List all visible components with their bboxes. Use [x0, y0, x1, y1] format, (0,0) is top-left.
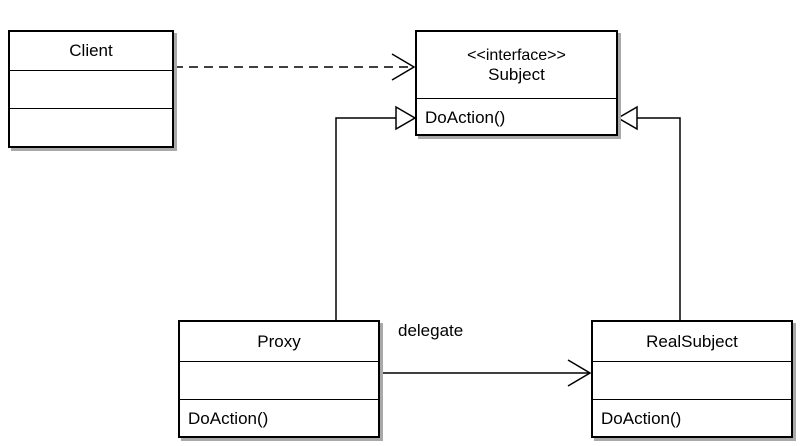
attributes-compartment [593, 361, 791, 399]
client-subject-dependency [174, 53, 416, 81]
attributes-compartment [10, 70, 172, 108]
stereotype-label: <<interface>> [467, 46, 566, 64]
proxy-realsubject-association [380, 359, 592, 387]
operation: DoAction() [601, 409, 682, 428]
proxy-subject-realization [335, 105, 417, 320]
realization-line [637, 117, 681, 320]
open-arrowhead-icon [567, 359, 592, 387]
client-class[interactable]: Client [8, 30, 174, 148]
realsubject-name-compartment: RealSubject [593, 322, 791, 361]
client-name-compartment: Client [10, 32, 172, 70]
subject-interface[interactable]: <<interface>> Subject DoAction() [415, 30, 618, 136]
operation: DoAction() [188, 409, 269, 428]
class-name: Client [69, 41, 113, 60]
hollow-triangle-icon [616, 105, 638, 131]
hollow-triangle-icon [395, 105, 417, 131]
realsubject-class[interactable]: RealSubject DoAction() [591, 320, 793, 438]
operations-compartment: DoAction() [417, 98, 616, 134]
operations-compartment: DoAction() [593, 399, 791, 436]
proxy-class[interactable]: Proxy DoAction() [178, 320, 380, 438]
operations-compartment: DoAction() [180, 399, 378, 436]
class-name: Proxy [257, 331, 301, 351]
operations-compartment [10, 108, 172, 146]
attributes-compartment [180, 361, 378, 399]
proxy-name-compartment: Proxy [180, 322, 378, 361]
open-arrowhead-icon [391, 53, 416, 81]
operation: DoAction() [425, 108, 506, 127]
subject-name-compartment: <<interface>> Subject [417, 32, 616, 98]
class-name: RealSubject [646, 331, 738, 351]
realsubject-subject-realization [616, 105, 681, 320]
delegate-label: delegate [398, 321, 464, 340]
class-name: Subject [488, 64, 545, 84]
realization-line [335, 117, 396, 320]
